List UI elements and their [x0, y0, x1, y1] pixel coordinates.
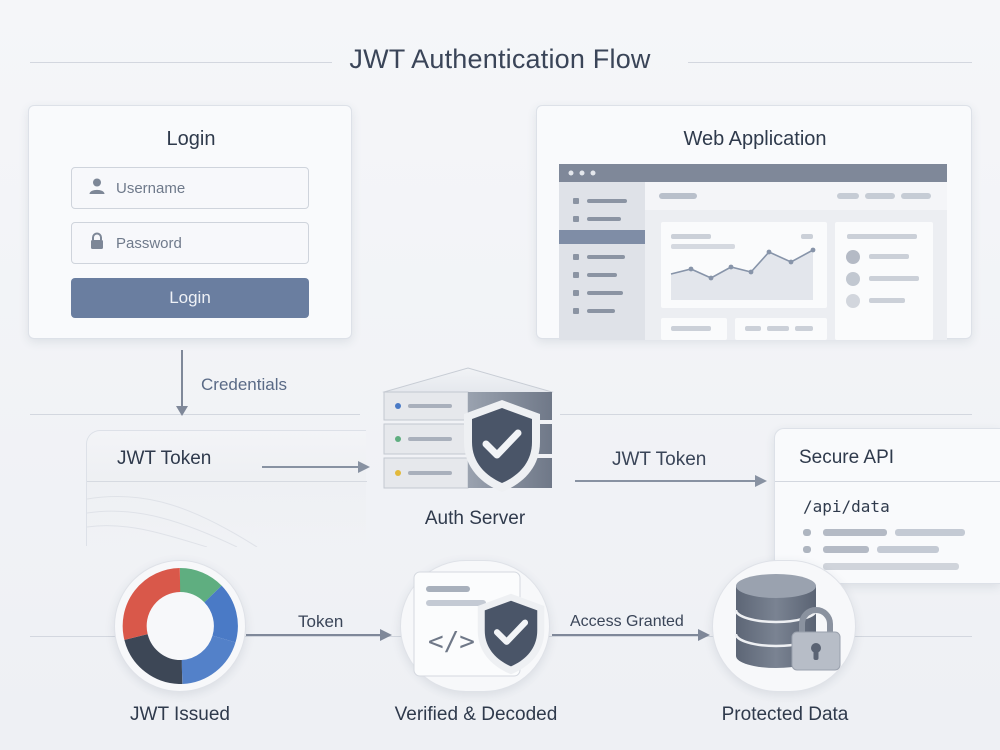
- username-placeholder: Username: [116, 179, 186, 197]
- jwt-token-box-divider: [87, 481, 367, 482]
- jwt-token-box-label: JWT Token: [117, 448, 212, 469]
- padlock-icon: [788, 604, 844, 677]
- password-placeholder: Password: [116, 234, 182, 252]
- credentials-label: Credentials: [201, 375, 287, 394]
- api-line-marker-1: [803, 529, 811, 536]
- secure-api-title: Secure API: [799, 447, 895, 468]
- api-line-1b: [895, 529, 965, 536]
- separator-line-upper-left: [30, 414, 360, 415]
- lock-icon: [88, 232, 106, 254]
- access-granted-arrow: [552, 627, 712, 648]
- login-card: Login Username Password Login: [28, 105, 352, 339]
- auth-server-label: Auth Server: [424, 508, 526, 529]
- login-card-title: Login: [166, 128, 216, 150]
- browser-mockup: [559, 164, 947, 340]
- shield-check-icon: [460, 398, 544, 499]
- jwt-token-to-server-arrow: [262, 459, 372, 480]
- user-icon: [88, 177, 106, 199]
- secure-api-card: Secure API /api/data: [774, 428, 1000, 584]
- title-rule-left: [30, 62, 332, 63]
- login-button[interactable]: Login: [71, 278, 309, 318]
- verified-label: Verified & Decoded: [394, 704, 558, 725]
- jwt-token-box: JWT Token: [86, 430, 367, 547]
- title-rule-right: [688, 62, 972, 63]
- web-app-card: Web Application: [536, 105, 972, 340]
- api-line-2a: [823, 546, 869, 553]
- svg-text:</>: </>: [428, 627, 475, 657]
- jwt-token-to-api-arrow: [575, 473, 769, 494]
- jwt-issued-label: JWT Issued: [130, 704, 230, 725]
- web-app-card-title: Web Application: [683, 128, 827, 150]
- token-arrow-label: Token: [298, 612, 344, 631]
- api-line-2b: [877, 546, 939, 553]
- separator-line-upper-right: [560, 414, 972, 415]
- api-endpoint: /api/data: [803, 497, 890, 516]
- page-title: JWT Authentication Flow: [349, 44, 651, 74]
- credentials-arrow: [172, 350, 192, 423]
- username-field[interactable]: Username: [71, 167, 309, 209]
- donut-chart-icon: [122, 568, 238, 689]
- verified-shield-icon: [474, 592, 548, 681]
- password-field[interactable]: Password: [71, 222, 309, 264]
- jwt-token-arrow-label: JWT Token: [612, 449, 707, 470]
- api-line-3: [823, 563, 959, 570]
- protected-data-label: Protected Data: [721, 704, 849, 725]
- token-arrow: [246, 627, 394, 648]
- api-line-marker-2: [803, 546, 811, 553]
- api-line-1a: [823, 529, 887, 536]
- access-granted-label: Access Granted: [570, 613, 684, 630]
- secure-api-divider: [775, 481, 1000, 482]
